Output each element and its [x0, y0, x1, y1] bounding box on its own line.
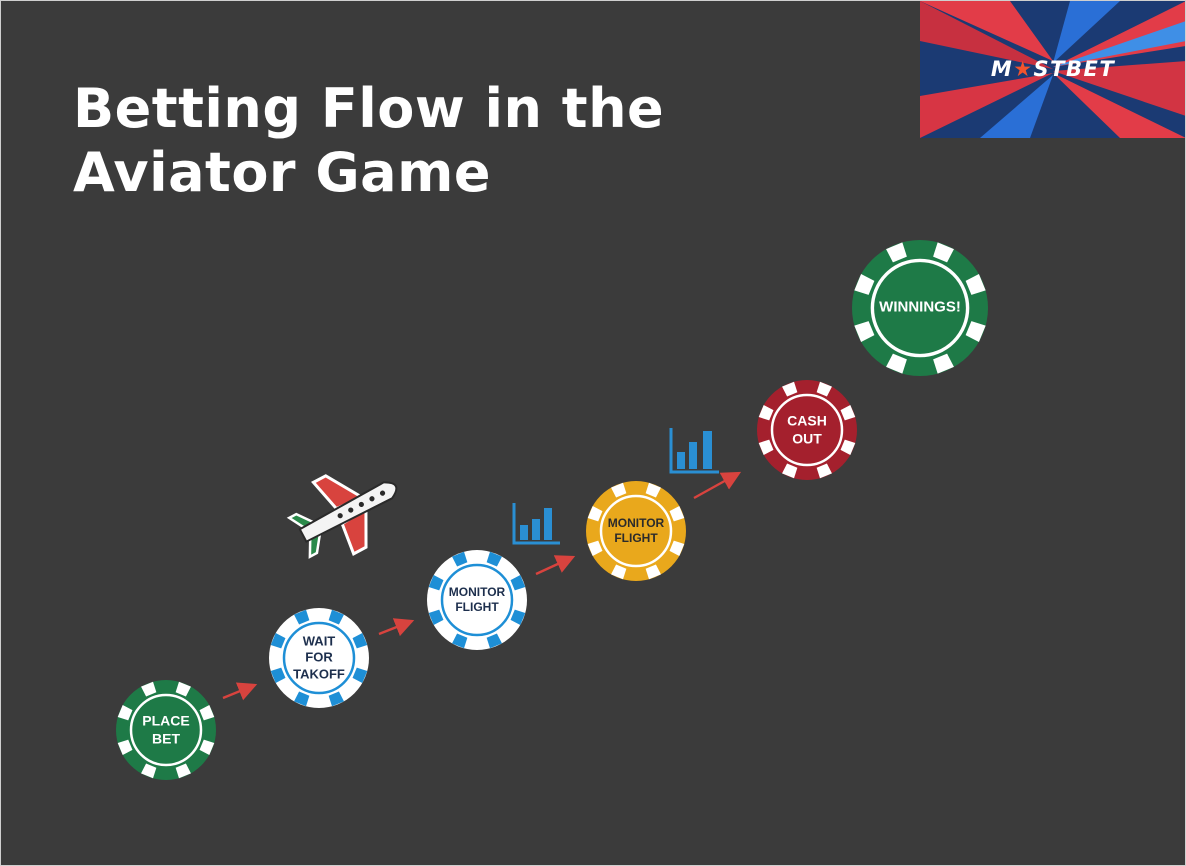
chip-stripe — [854, 321, 875, 342]
step-cash-out-chip — [757, 380, 857, 480]
label-line: MONITOR — [448, 585, 506, 599]
chip-stripe — [428, 609, 444, 625]
arrow-icon — [693, 471, 742, 500]
chip-stripe — [117, 739, 133, 755]
chip-stripe — [933, 242, 954, 263]
brand-logo: M★STBET — [920, 1, 1185, 138]
label-line: FLIGHT — [614, 531, 658, 545]
chip-stripe — [117, 705, 133, 721]
chip-stripe — [886, 353, 907, 374]
label-line: FOR — [305, 649, 333, 665]
chip-stripe — [816, 381, 832, 397]
chip-stripe — [328, 691, 344, 707]
chip-stripe — [782, 381, 798, 397]
chip-stripe — [294, 691, 310, 707]
label-line: WINNINGS! — [879, 298, 961, 316]
chip-stripe — [782, 463, 798, 479]
chip-stripe — [587, 506, 603, 522]
chip-stripe — [486, 551, 502, 567]
chip-stripe — [854, 274, 875, 295]
chip-stripe — [141, 681, 157, 697]
chip-stripe — [428, 575, 444, 591]
chip-stripe — [175, 763, 191, 779]
label-line: TAKOFF — [293, 666, 345, 682]
step-monitor-flight-1-chip — [427, 550, 527, 650]
chip-stripe — [965, 321, 986, 342]
label-line: BET — [151, 730, 180, 746]
title-line-1: Betting Flow in the — [73, 77, 665, 140]
chip-stripe — [965, 274, 986, 295]
chip-stripe — [816, 463, 832, 479]
poker-chips — [116, 240, 988, 780]
bar-chart-icon — [512, 503, 560, 545]
brand-star-icon: ★ — [1013, 57, 1034, 81]
chip-stripe — [294, 609, 310, 625]
label-line: OUT — [792, 430, 822, 446]
chip-stripe — [645, 482, 661, 498]
label-line: WAIT — [302, 633, 336, 649]
chip-stripe — [669, 506, 685, 522]
chip-stripe — [199, 705, 215, 721]
chip-stripe — [328, 609, 344, 625]
bar-chart-icon — [669, 428, 719, 474]
chip-stripe — [587, 540, 603, 556]
arrow-icon — [222, 682, 258, 701]
step-wait-for-takeoff-chip — [269, 608, 369, 708]
arrow-icon — [378, 618, 415, 637]
chip-stripe — [352, 667, 368, 683]
brand-wordmark: M★STBET — [920, 57, 1185, 81]
step-winnings-chip — [852, 240, 988, 376]
chip-stripe — [758, 405, 774, 421]
logo-background — [920, 1, 1185, 138]
chip-stripe — [175, 681, 191, 697]
chip-stripe — [645, 564, 661, 580]
label-line: MONITOR — [607, 516, 665, 530]
chip-stripe — [452, 551, 468, 567]
step-place-bet-chip — [116, 680, 216, 780]
label-line: FLIGHT — [455, 600, 499, 614]
chip-stripe — [886, 242, 907, 263]
chip-stripe — [933, 353, 954, 374]
chip-stripe — [270, 667, 286, 683]
chip-stripe — [669, 540, 685, 556]
label-line: PLACE — [142, 712, 190, 729]
chip-stripe — [199, 739, 215, 755]
airplane-icon — [286, 474, 398, 559]
chip-stripe — [840, 439, 856, 455]
chip-stripe — [270, 633, 286, 649]
chip-stripe — [611, 564, 627, 580]
chip-stripe — [510, 609, 526, 625]
title-line-2: Aviator Game — [73, 141, 492, 204]
chip-stripe — [352, 633, 368, 649]
chip-stripe — [840, 405, 856, 421]
label-line: CASH — [787, 412, 827, 429]
step-monitor-flight-2-chip — [586, 481, 686, 581]
chip-stripe — [452, 633, 468, 649]
brand-prefix: M — [990, 57, 1014, 81]
step-winnings-label: WINNINGS! — [879, 299, 961, 318]
chip-stripe — [486, 633, 502, 649]
brand-suffix: STBET — [1033, 57, 1116, 81]
page-title: Betting Flow in the Aviator Game — [73, 77, 664, 205]
chip-stripe — [510, 575, 526, 591]
arrow-icon — [535, 555, 576, 576]
chip-stripe — [758, 439, 774, 455]
chip-stripe — [141, 763, 157, 779]
flow-arrows — [222, 471, 742, 701]
chip-stripe — [611, 482, 627, 498]
